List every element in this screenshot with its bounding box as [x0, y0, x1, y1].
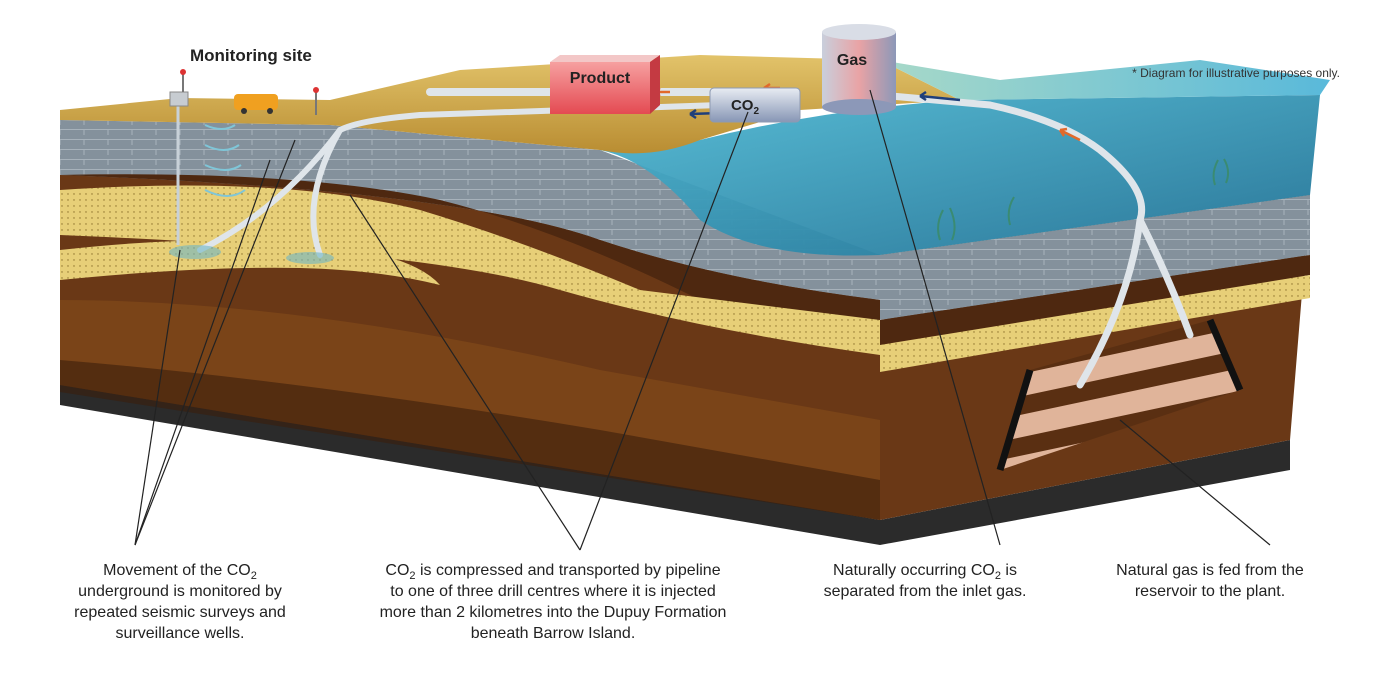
leader-lines: [134, 89, 1271, 551]
co2-plume-2: [286, 252, 334, 264]
right-brown: [880, 255, 1310, 345]
injection-pipes: [197, 102, 723, 258]
reservoir-sand-layer: [60, 185, 880, 355]
gas-label: Gas: [837, 52, 867, 69]
gas-reservoir: [1000, 320, 1240, 470]
product-label: Product: [570, 70, 631, 87]
co2-facility: CO2: [709, 87, 801, 123]
caption-separation: Naturally occurring CO2 is separated fro…: [823, 562, 1027, 600]
seaweed: [937, 158, 1230, 241]
right-sand: [880, 275, 1310, 372]
land-surface: [60, 55, 960, 154]
gas-feed-pipe: [876, 91, 1194, 389]
co2-label: CO2: [731, 97, 760, 117]
marker-light: [313, 87, 319, 93]
disclaimer: * Diagram for illustrative purposes only…: [1132, 66, 1340, 80]
coastal-shallows: [880, 60, 1330, 100]
co2-plume-1: [169, 245, 221, 259]
antenna-light: [180, 69, 186, 75]
survey-truck: [234, 94, 278, 110]
monitoring-hut: [169, 91, 189, 107]
product-facility: Product: [550, 55, 660, 114]
base-edge: [60, 380, 1290, 545]
fault-right: [1206, 318, 1244, 392]
deep-shadow: [60, 360, 880, 520]
fault-left: [996, 368, 1034, 472]
monitoring-site-label: Monitoring site: [190, 46, 312, 65]
right-limestone: [880, 195, 1310, 320]
limestone-layer: [60, 120, 880, 300]
caption-gas-feed: Natural gas is fed from the reservoir to…: [1116, 562, 1304, 600]
gas-facility: Gas: [822, 24, 896, 115]
lower-sand-tongue: [60, 240, 440, 285]
seismic-waves: [204, 124, 246, 197]
caption-injection: CO2 is compressed and transported by pip…: [379, 562, 727, 642]
